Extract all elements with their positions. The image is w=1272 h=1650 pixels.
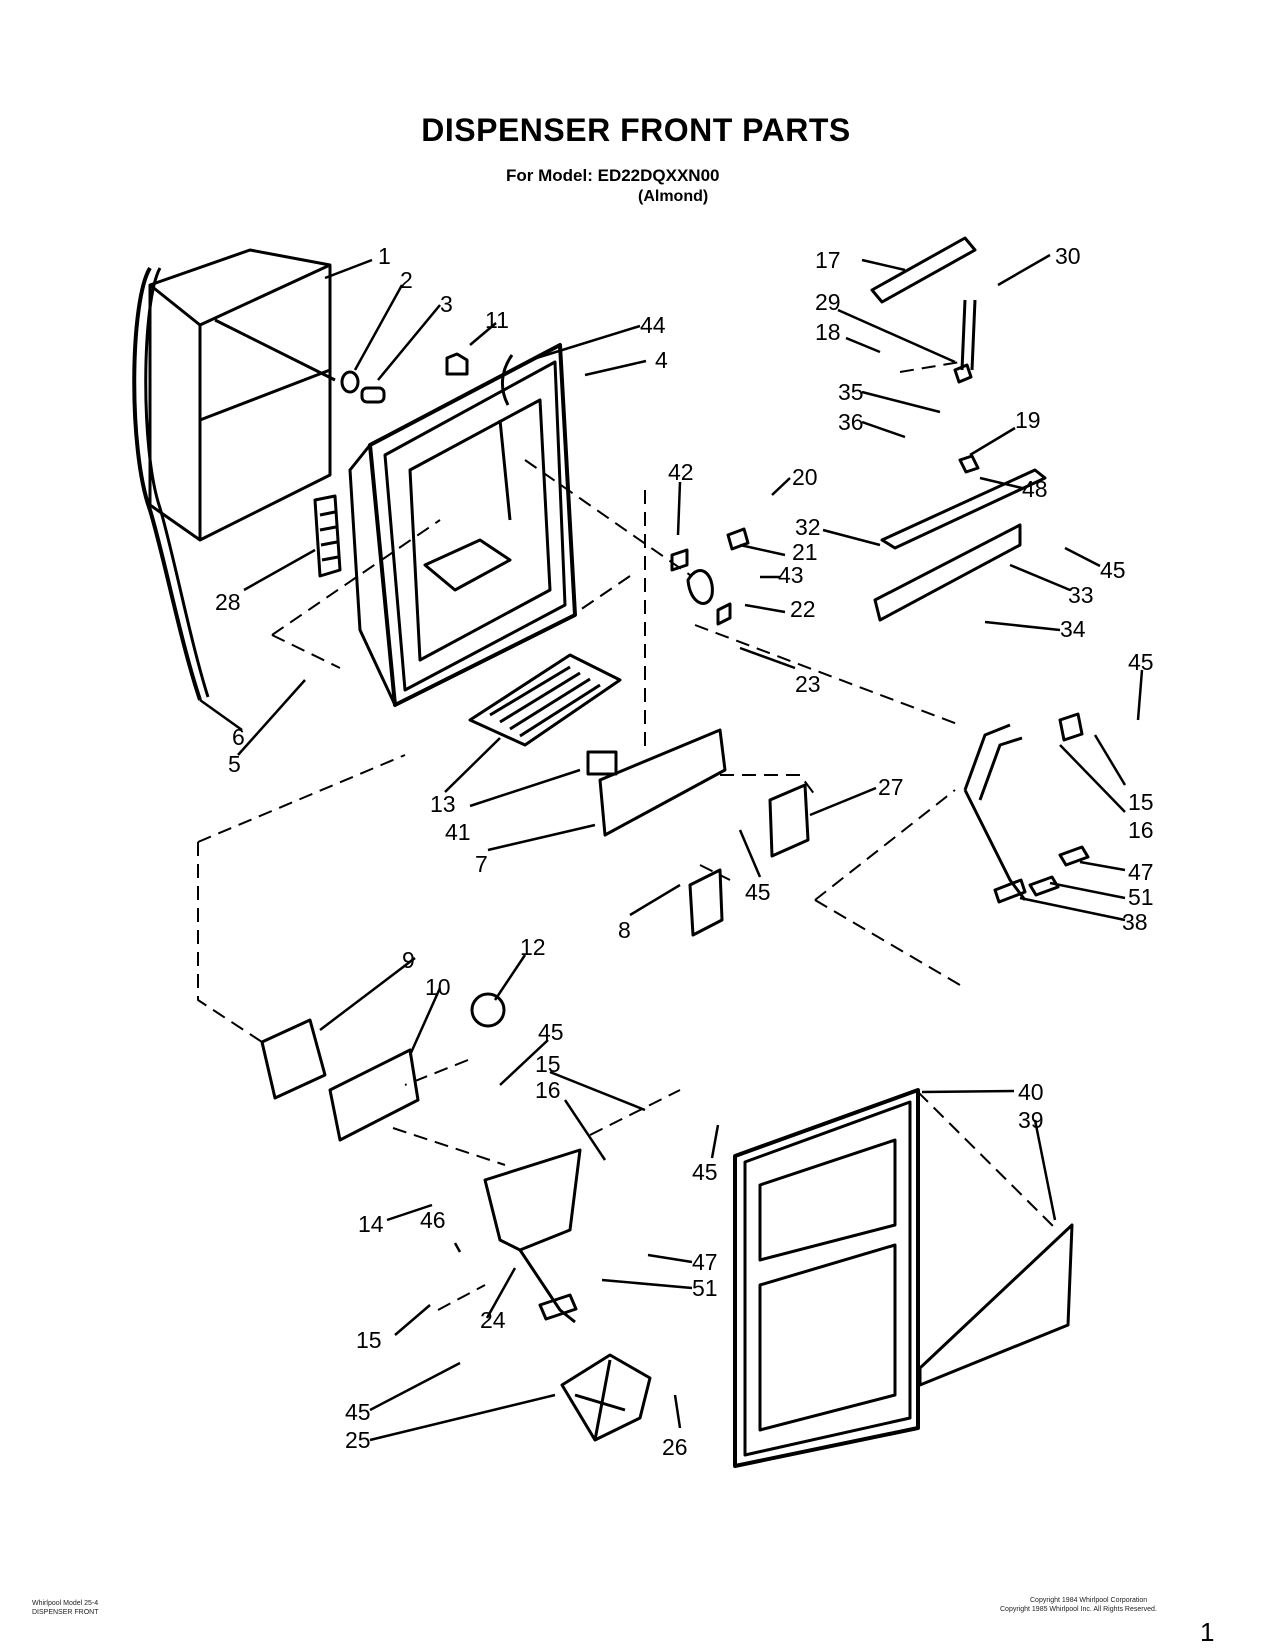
callout-label: 45: [1100, 557, 1126, 583]
callout-label: 45: [345, 1399, 371, 1425]
callout-label: 1: [378, 243, 391, 269]
callout-label: 19: [1015, 407, 1041, 433]
part-40-door-panel: [733, 1088, 920, 1468]
footer-right-line2: Copyright 1985 Whirlpool Inc. All Rights…: [1000, 1606, 1157, 1613]
callout-label: 14: [358, 1211, 384, 1237]
part-small-hardware-top: [340, 352, 469, 404]
callout-label: 27: [878, 774, 904, 800]
model-finish: (Almond): [638, 188, 709, 205]
part-dispenser-frame: [348, 343, 577, 707]
callout-label: 38: [1122, 909, 1148, 935]
callout-label: 46: [420, 1207, 446, 1233]
part-lever-right: [963, 712, 1090, 904]
callout-label: 45: [692, 1159, 718, 1185]
part-control-panel: [586, 728, 810, 937]
page-title: DISPENSER FRONT PARTS: [421, 112, 851, 148]
callout-label: 40: [1018, 1079, 1044, 1105]
callout-label: 51: [1128, 884, 1154, 910]
callout-label: 4: [655, 347, 668, 373]
footer-left-line1: Whirlpool Model 25-4: [32, 1600, 99, 1607]
callout-label: 16: [535, 1077, 561, 1103]
callout-label: 36: [838, 409, 864, 435]
callout-label: 6: [232, 724, 245, 750]
callout-label: 3: [440, 291, 453, 317]
part-actuator-upper: [670, 527, 750, 626]
callout-label: 47: [1128, 859, 1154, 885]
part-39-trim-panel: [918, 1223, 1074, 1387]
callout-label: 25: [345, 1427, 371, 1453]
part-25-cup: [560, 1353, 652, 1442]
part-28-switch: [313, 494, 342, 578]
part-bracket-assembly: [870, 236, 1047, 622]
callout-label: 15: [1128, 789, 1154, 815]
callout-label: 28: [215, 589, 241, 615]
callout-label: 45: [745, 879, 771, 905]
footer-right-line1: Copyright 1984 Whirlpool Corporation: [1030, 1597, 1148, 1604]
part-ice-bin: [132, 248, 336, 701]
footer-left-line2: DISPENSER FRONT: [32, 1609, 99, 1616]
callout-label: 43: [778, 562, 804, 588]
callout-label: 9: [402, 947, 415, 973]
callout-label: 7: [475, 851, 488, 877]
part-13-grille: [468, 653, 622, 747]
callout-label: 45: [538, 1019, 564, 1045]
callout-label: 5: [228, 751, 241, 777]
callout-label: 35: [838, 379, 864, 405]
callout-label: 2: [400, 267, 413, 293]
callout-label: 8: [618, 917, 631, 943]
callout-label: 15: [356, 1327, 382, 1353]
callout-label: 18: [815, 319, 841, 345]
callout-label: 13: [430, 791, 456, 817]
callout-label: 15: [535, 1051, 561, 1077]
callout-label: 26: [662, 1434, 688, 1460]
callout-label: 45: [1128, 649, 1154, 675]
callout-label: 39: [1018, 1107, 1044, 1133]
callout-label: 23: [795, 671, 821, 697]
callout-label: 12: [520, 934, 546, 960]
callout-label: 41: [445, 819, 471, 845]
callout-label: 24: [480, 1307, 506, 1333]
page-number: 1: [1200, 1617, 1215, 1647]
callout-label: 29: [815, 289, 841, 315]
part-lower-left-hardware: [260, 992, 506, 1142]
callout-label: 10: [425, 974, 451, 1000]
callout-label: 16: [1128, 817, 1154, 843]
callout-label: 34: [1060, 616, 1086, 642]
callout-label: 30: [1055, 243, 1081, 269]
callout-label: 20: [792, 464, 818, 490]
callout-label: 44: [640, 312, 666, 338]
callout-label: 51: [692, 1275, 718, 1301]
callout-label: 17: [815, 247, 841, 273]
callout-label: 47: [692, 1249, 718, 1275]
callout-label: 21: [792, 539, 818, 565]
callout-label: 11: [485, 307, 509, 333]
model-number: For Model: ED22DQXXN00: [506, 166, 720, 185]
callout-label: 42: [668, 459, 694, 485]
part-24-lever: [483, 1148, 582, 1324]
callout-label: 22: [790, 596, 816, 622]
callout-label: 32: [795, 514, 821, 540]
callout-label: 33: [1068, 582, 1094, 608]
callout-label: 48: [1022, 476, 1048, 502]
